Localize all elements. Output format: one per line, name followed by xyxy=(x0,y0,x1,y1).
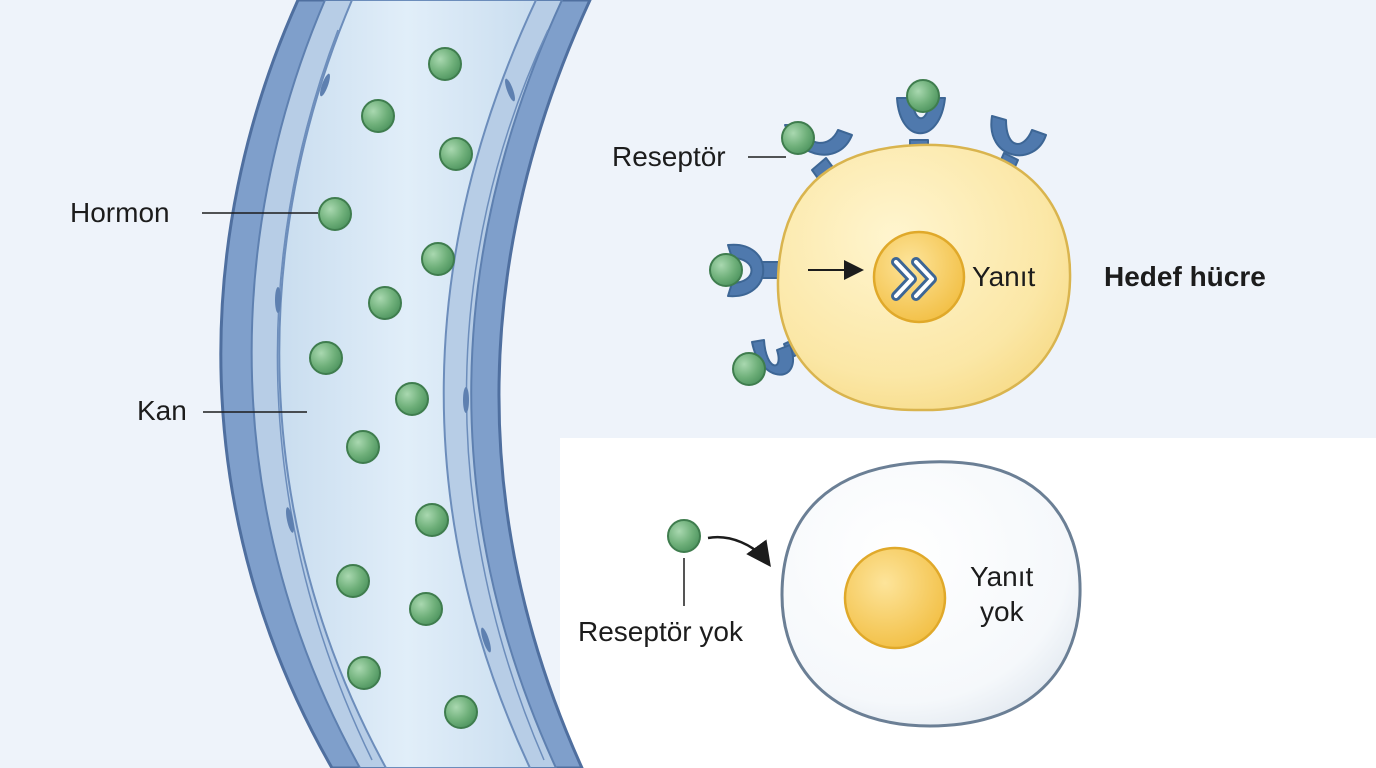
non-target-nucleus xyxy=(843,546,947,650)
hormone-molecule xyxy=(368,286,402,320)
curved-arrow-icon xyxy=(707,535,771,568)
receptor-label: Reseptör xyxy=(612,141,726,172)
no-response-label-line1: Yanıt xyxy=(970,561,1034,592)
non-target-cell xyxy=(667,460,1082,728)
response-label: Yanıt xyxy=(972,261,1036,292)
hormone-label: Hormon xyxy=(70,197,170,228)
bound-hormone xyxy=(709,253,743,287)
hormone-molecule xyxy=(309,341,343,375)
hormone-molecule xyxy=(361,99,395,133)
hormone-molecule xyxy=(336,564,370,598)
bound-hormone xyxy=(781,121,815,155)
blood-hormones xyxy=(309,47,478,729)
hormone-molecule xyxy=(444,695,478,729)
hormone-molecule xyxy=(415,503,449,537)
bound-hormone xyxy=(906,79,940,113)
target-cell xyxy=(709,79,1072,412)
blood-label: Kan xyxy=(137,395,187,426)
hormone-molecule xyxy=(395,382,429,416)
hormone-molecule xyxy=(347,656,381,690)
no-response-label-line2: yok xyxy=(980,596,1024,627)
target-cell-label: Hedef hücre xyxy=(1104,261,1266,292)
bound-hormone xyxy=(732,352,766,386)
hormone-molecule xyxy=(421,242,455,276)
free-hormone xyxy=(667,519,701,553)
hormone-molecule xyxy=(318,197,352,231)
hormone-molecule xyxy=(428,47,462,81)
double-chevron-right-icon xyxy=(891,257,937,301)
no-receptor-label: Reseptör yok xyxy=(578,616,743,647)
hormone-molecule xyxy=(409,592,443,626)
hormone-molecule xyxy=(346,430,380,464)
hormone-molecule xyxy=(439,137,473,171)
target-nucleus xyxy=(872,230,966,324)
